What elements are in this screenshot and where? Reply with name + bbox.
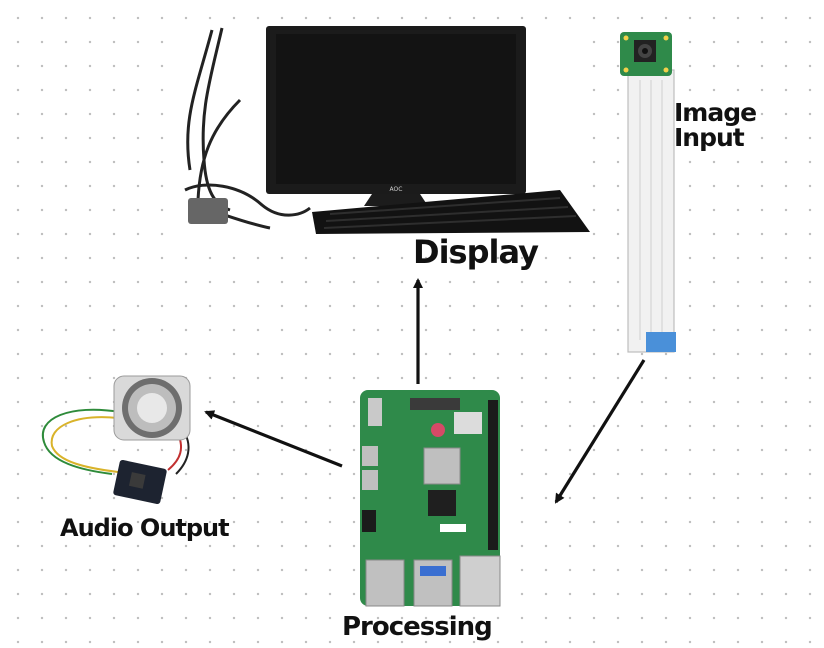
arrows bbox=[204, 278, 646, 504]
image-input-label-line1: Image bbox=[674, 98, 757, 127]
display-label: Display bbox=[413, 233, 539, 271]
processing-photo bbox=[360, 390, 501, 607]
processing-label: Processing bbox=[342, 612, 493, 642]
arrow-processing-to-audio bbox=[204, 410, 343, 468]
display-photo: AOC bbox=[180, 20, 592, 236]
monitor-brand-text: AOC bbox=[390, 186, 403, 193]
camera-input-photo bbox=[620, 32, 676, 353]
keyboard-icon bbox=[312, 190, 590, 234]
amplifier-board-icon bbox=[113, 459, 167, 505]
image-input-label: Image Input bbox=[674, 98, 757, 152]
raspberry-pi-board-icon bbox=[360, 390, 501, 607]
camera-module-icon bbox=[620, 32, 672, 76]
arrow-image-to-processing bbox=[554, 359, 646, 504]
monitor-icon: AOC bbox=[266, 26, 526, 206]
connector-icon bbox=[188, 198, 228, 224]
image-input-label-line2: Input bbox=[674, 123, 745, 152]
audio-output-label: Audio Output bbox=[60, 514, 230, 542]
audio-output-photo bbox=[41, 375, 191, 505]
speaker-icon bbox=[113, 375, 191, 441]
ribbon-tip bbox=[646, 332, 676, 352]
